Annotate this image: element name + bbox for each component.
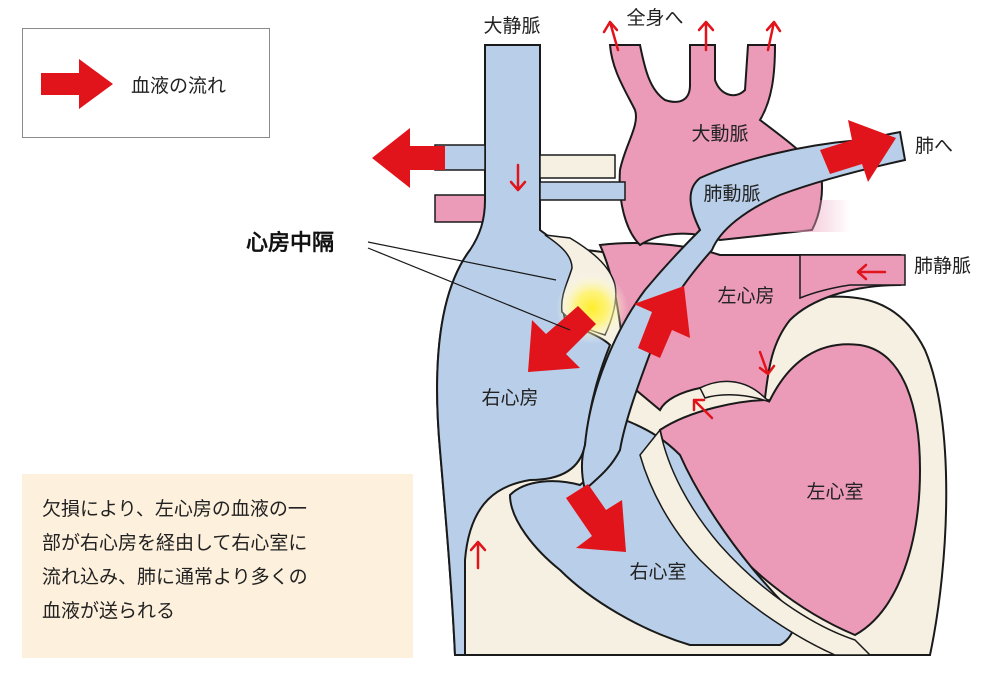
arrow-up-body-2 <box>697 20 715 52</box>
label-atrial-septum: 心房中隔 <box>246 230 334 256</box>
label-left-ventricle: 左心室 <box>806 481 863 503</box>
septum-leader-lines <box>367 241 571 331</box>
note-line: 欠損により、左心房の血液の一 <box>42 498 307 520</box>
arrow-pulmonary-vein-in <box>856 263 887 281</box>
flow-arrows-small <box>469 20 887 570</box>
label-superior-vena-cava: 大静脈 <box>483 15 540 37</box>
arrow-to-left-upper <box>372 128 445 188</box>
pulmonary-vein-left-pink <box>434 194 486 223</box>
ventricular-septum <box>639 428 872 656</box>
arrow-down-vena-cava <box>509 163 527 192</box>
legend-label: 血液の流れ <box>131 75 227 97</box>
aorta-fade <box>770 200 850 232</box>
arrow-left-atrium-up <box>634 286 690 358</box>
label-to-lungs: 肺へ <box>915 135 953 157</box>
note-line: 血液が送られる <box>42 600 176 622</box>
flow-arrows-large <box>372 120 896 552</box>
note-line: 流れ込み、肺に通常より多くの <box>42 566 308 588</box>
pulmonary-artery-vessel <box>581 130 907 492</box>
arrow-to-right-ventricle <box>566 484 626 552</box>
arrow-up-body-3 <box>765 20 782 52</box>
arrow-septal-shunt <box>528 306 596 372</box>
label-left-atrium: 左心房 <box>717 285 774 307</box>
pulmonary-vein-vessel <box>799 254 906 300</box>
middle-branch-vessel <box>539 181 626 201</box>
legend: 血液の流れ <box>22 28 270 138</box>
note-line: 部が右心房を経由して右心室に <box>42 532 308 554</box>
top-branch-vessel <box>539 154 616 179</box>
legend-arrow-icon <box>41 59 113 109</box>
label-pulmonary-vein: 肺静脈 <box>914 255 971 277</box>
label-to-body: 全身へ <box>626 7 683 29</box>
arrow-left-ventricle-up <box>692 398 714 420</box>
arrow-up-inferior-vena-cava <box>469 540 487 570</box>
explanation-note: 欠損により、左心房の血液の一 部が右心房を経由して右心室に 流れ込み、肺に通常よ… <box>22 474 413 658</box>
arrow-up-body-1 <box>602 20 620 52</box>
label-pulmonary-artery: 肺動脈 <box>703 183 760 205</box>
mitral-valve <box>698 380 771 403</box>
label-right-atrium: 右心房 <box>481 387 538 409</box>
arrow-left-atrium-down <box>758 350 776 376</box>
label-aorta: 大動脈 <box>691 123 748 145</box>
label-right-ventricle: 右心室 <box>629 561 686 583</box>
arrow-to-lungs <box>820 120 896 182</box>
